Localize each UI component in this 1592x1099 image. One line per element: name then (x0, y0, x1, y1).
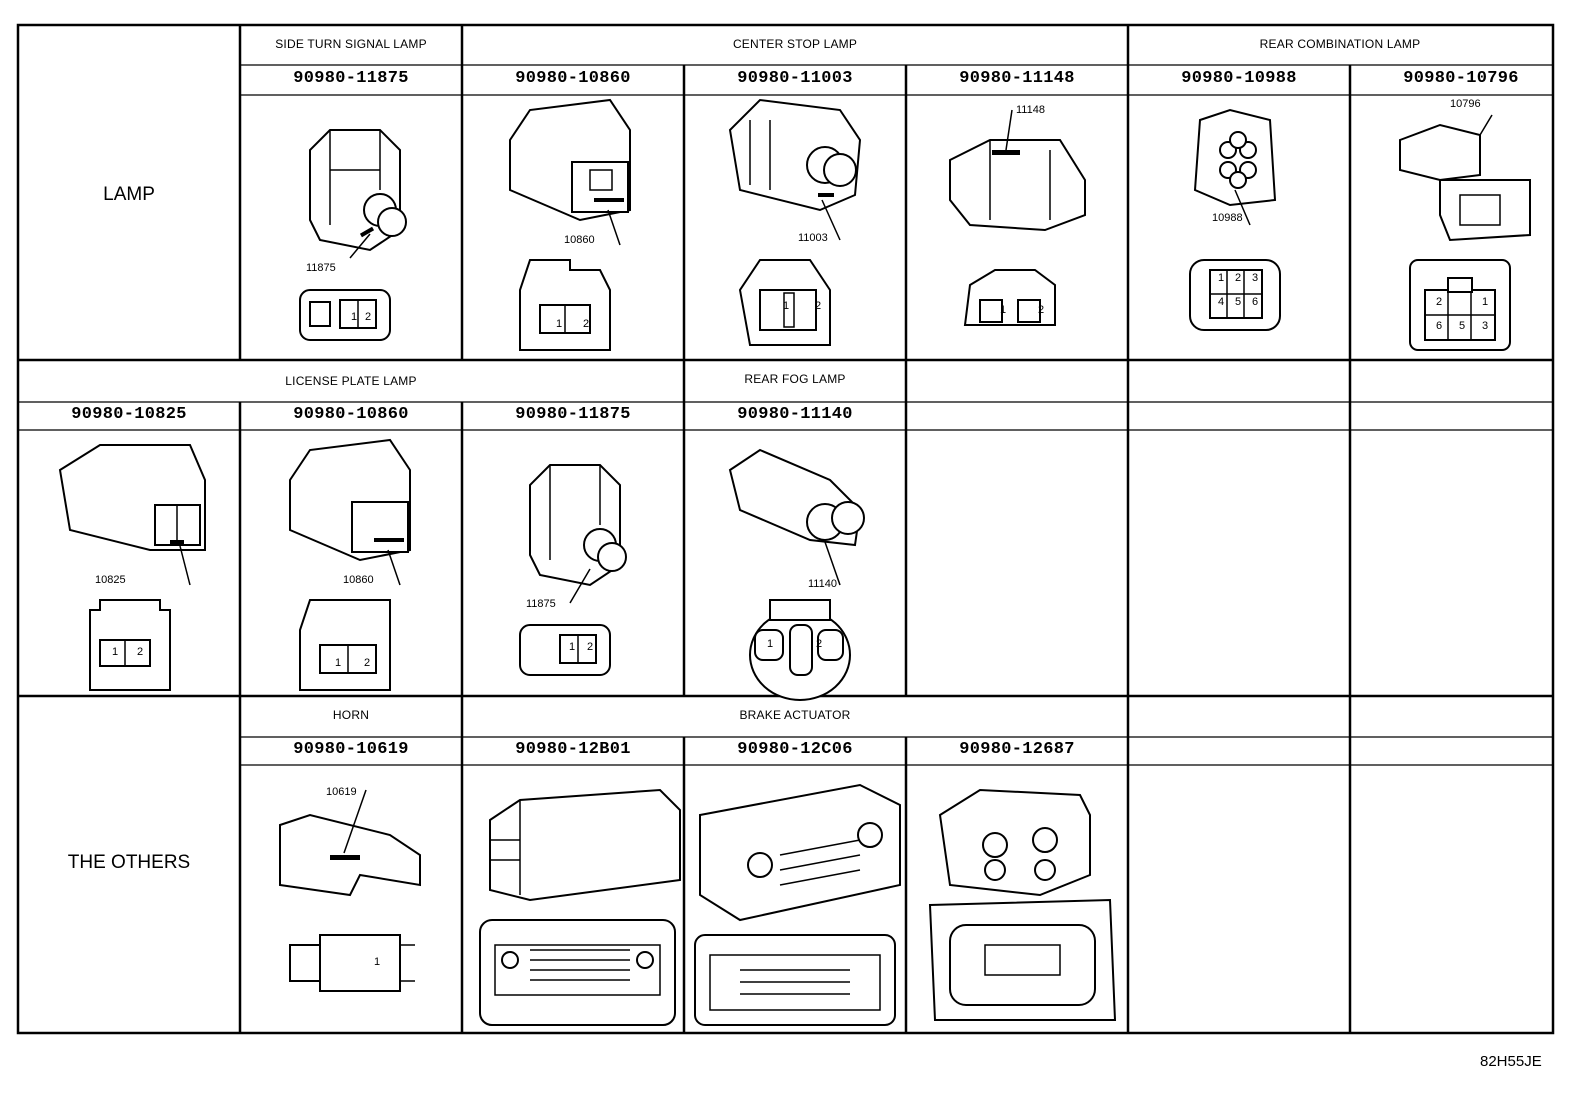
pin-label: 4 (1218, 296, 1225, 308)
callout-label: 10796 (1450, 98, 1481, 110)
part-number: 90980-10860 (515, 69, 631, 88)
pin-label: 1 (569, 641, 576, 653)
pin-label: 1 (1218, 272, 1225, 284)
connector-11140-drawing (728, 448, 865, 701)
pin-label: 1 (1482, 296, 1489, 308)
pin-label: 1 (783, 300, 790, 312)
pin-label: 2 (1038, 304, 1045, 316)
callout-label: 10825 (95, 574, 126, 586)
part-number: 90980-11003 (737, 69, 853, 88)
section-rear-fog-lamp: REAR FOG LAMP (744, 372, 846, 386)
pin-label: 2 (587, 641, 594, 653)
part-number: 90980-11875 (515, 405, 631, 424)
pin-label: 1 (767, 638, 774, 650)
part-number: 90980-10796 (1403, 69, 1519, 88)
part-number: 90980-12C06 (737, 740, 853, 759)
pin-label: 1 (1000, 304, 1007, 316)
section-horn: HORN (332, 708, 370, 722)
pin-label: 5 (1459, 320, 1466, 332)
connector-10825-drawing (58, 444, 206, 691)
part-number: 90980-11148 (959, 69, 1075, 88)
group-label-lamp: LAMP (103, 184, 155, 205)
pin-label: 2 (815, 300, 822, 312)
pin-label: 1 (335, 657, 342, 669)
callout-label: 10860 (564, 234, 595, 246)
pin-label: 3 (1252, 272, 1259, 284)
pin-label: 6 (1252, 296, 1259, 308)
connector-11875-drawing (299, 129, 407, 341)
pin-label: 6 (1436, 320, 1443, 332)
connector-11003-drawing (728, 98, 862, 346)
section-side-turn-signal-lamp: SIDE TURN SIGNAL LAMP (275, 37, 427, 51)
part-number: 90980-11875 (293, 69, 409, 88)
table-border (16, 23, 1555, 1035)
connector-10988-drawing (1189, 108, 1281, 331)
pin-label: 3 (1482, 320, 1489, 332)
table-grid (16, 23, 1555, 1035)
pin-label: 1 (556, 318, 563, 330)
callout-label: 11140 (808, 578, 837, 590)
part-number: 90980-11140 (737, 405, 853, 424)
callout-label: 11148 (1016, 104, 1045, 116)
pin-label: 2 (1436, 296, 1443, 308)
pin-label: 2 (364, 657, 371, 669)
connector-10796-drawing (1399, 114, 1531, 351)
connector-10619-drawing (279, 789, 421, 992)
section-license-plate-lamp: LICENSE PLATE LAMP (285, 374, 417, 388)
connector-10860-drawing (509, 98, 631, 351)
connector-12B01-drawing (479, 788, 681, 1026)
pin-label: 1 (351, 311, 358, 323)
pin-label: 2 (816, 638, 823, 650)
callout-label: 10619 (326, 786, 357, 798)
part-number: 90980-10825 (71, 405, 187, 424)
connector-11875b-drawing (519, 464, 627, 676)
part-number: 90980-12687 (959, 740, 1075, 759)
callout-label: 11875 (526, 598, 556, 610)
callout-label: 11875 (306, 262, 336, 274)
pin-label: 2 (137, 646, 144, 658)
pin-label: 1 (112, 646, 119, 658)
connector-11148-drawing (949, 109, 1086, 326)
connector-12C06-drawing (694, 783, 901, 1026)
part-number: 90980-10619 (293, 740, 409, 759)
callout-label: 11003 (798, 232, 828, 244)
diagram-code: 82H55JE (1480, 1053, 1542, 1070)
pin-label: 2 (583, 318, 590, 330)
connector-12687-drawing (928, 788, 1117, 1021)
pin-label: 2 (365, 311, 372, 323)
group-label-others: THE OTHERS (67, 852, 191, 873)
callout-label: 10860 (343, 574, 374, 586)
pin-label: 5 (1235, 296, 1242, 308)
part-number: 90980-10860 (293, 405, 409, 424)
part-number: 90980-12B01 (515, 740, 631, 759)
section-center-stop-lamp: CENTER STOP LAMP (732, 37, 858, 51)
connector-10860b-drawing (289, 438, 411, 691)
section-rear-combination-lamp: REAR COMBINATION LAMP (1259, 37, 1421, 51)
callout-label: 10988 (1212, 212, 1243, 224)
section-brake-actuator: BRAKE ACTUATOR (739, 708, 851, 722)
pin-label: 2 (1235, 272, 1242, 284)
part-number: 90980-10988 (1181, 69, 1297, 88)
pin-label: 1 (374, 956, 381, 968)
